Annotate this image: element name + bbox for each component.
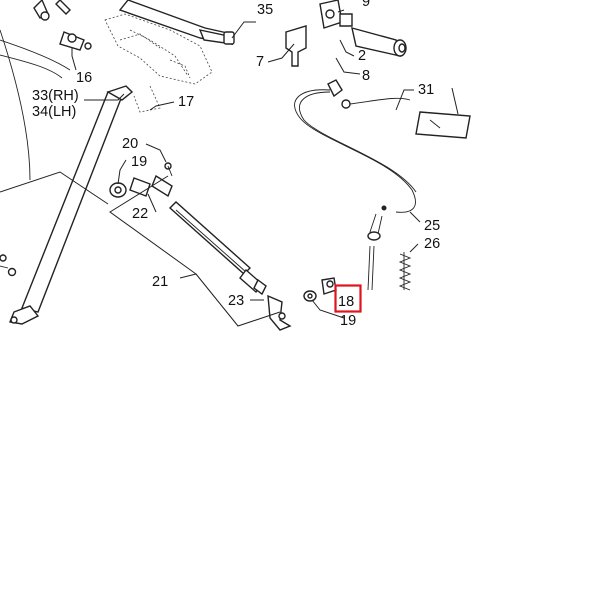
callout-20: 20 [122, 136, 138, 152]
tie-rod-long [9, 85, 134, 325]
leader-lines [0, 9, 459, 327]
callout-33-rh: 33(RH) [32, 88, 79, 104]
callout-17: 17 [178, 94, 194, 110]
handlebar-grip [351, 27, 407, 57]
callout-31: 31 [418, 82, 434, 98]
callout-26: 26 [424, 236, 440, 252]
steering-column [0, 0, 233, 79]
callout-25: 25 [424, 218, 440, 234]
callout-22: 22 [132, 206, 148, 222]
upper-clamp [33, 0, 92, 51]
callout-34-lh: 34(LH) [32, 104, 76, 120]
callout-7: 7 [256, 54, 264, 70]
tube-35 [198, 29, 235, 45]
callout-19-lower: 19 [340, 313, 356, 329]
left-fasteners [0, 254, 17, 277]
callout-9: 9 [362, 0, 370, 10]
callout-18: 18 [338, 294, 354, 310]
callout-18-highlight-box [334, 284, 362, 313]
washer-nut-18-19 [303, 277, 337, 302]
frame-bracket-dashed [104, 13, 213, 113]
cable-25 [294, 79, 417, 291]
callout-23: 23 [228, 293, 244, 309]
spring-26 [398, 252, 412, 291]
throttle-housing-9 [319, 0, 353, 29]
callout-8: 8 [362, 68, 370, 84]
drag-link-21 [109, 162, 263, 294]
callout-2: 2 [358, 48, 366, 64]
decal-31 [415, 111, 471, 139]
callout-19-upper: 19 [131, 154, 147, 170]
bracket-7 [285, 25, 307, 67]
rod-end-23 [253, 278, 292, 331]
callout-35: 35 [257, 2, 273, 18]
frame-edge-line [0, 29, 31, 181]
callout-16: 16 [76, 70, 92, 86]
callout-21: 21 [152, 274, 168, 290]
